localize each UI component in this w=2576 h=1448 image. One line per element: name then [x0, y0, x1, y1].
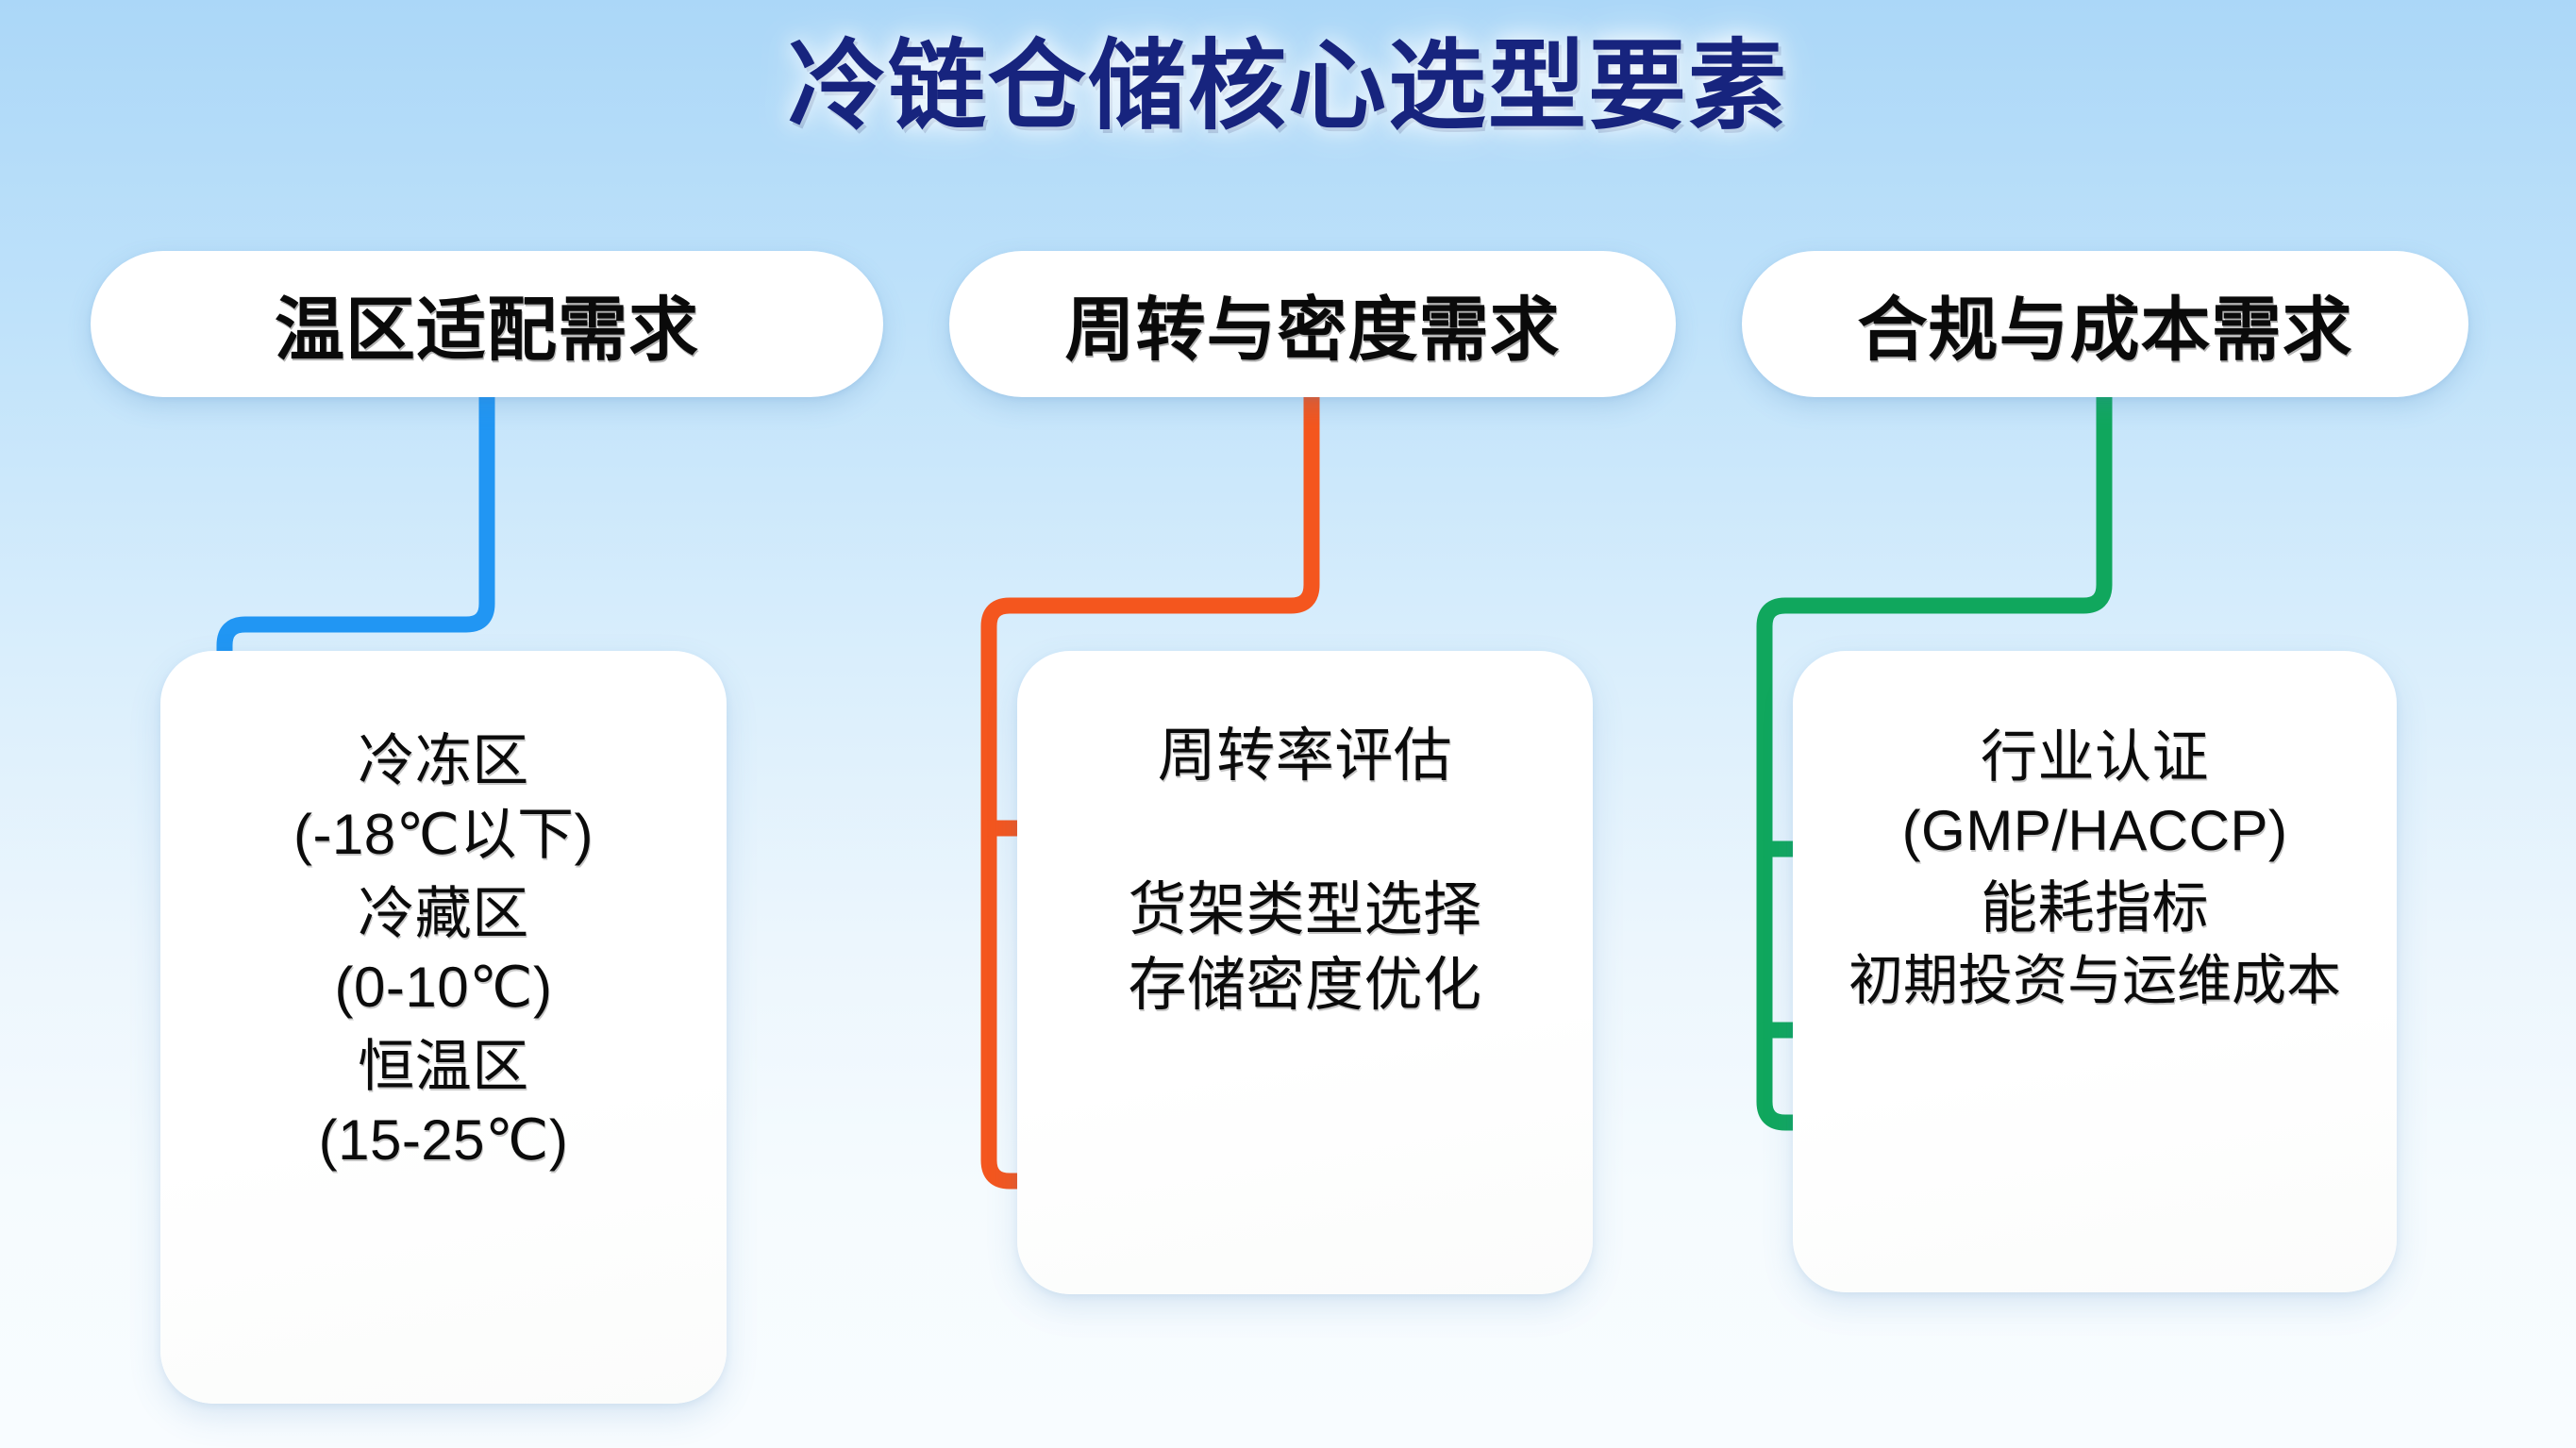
list-item: 冷冻区 (-18℃以下)	[160, 724, 727, 872]
list-item: 恒温区 (15-25℃)	[160, 1030, 727, 1177]
item-line-1: 行业认证	[1981, 725, 2209, 789]
item-line-1: 货架类型选择	[1128, 876, 1482, 942]
item-line-2: (GMP/HACCP)	[1901, 799, 2288, 862]
branch-header-compliance[interactable]: 合规与成本需求	[1742, 251, 2468, 397]
item-line-1: 冷藏区	[358, 882, 529, 945]
branch-header-label: 温区适配需求	[275, 291, 699, 369]
branch-header-label: 合规与成本需求	[1857, 291, 2353, 369]
branch-card-temperature: 冷冻区 (-18℃以下) 冷藏区 (0-10℃) 恒温区 (15-25℃)	[160, 651, 727, 1404]
item-line-1: 周转率评估	[1157, 724, 1453, 789]
item-line-2: (-18℃以下)	[293, 803, 594, 866]
item-line-1: 能耗指标	[1981, 876, 2209, 940]
item-line-1: 恒温区	[358, 1035, 529, 1098]
branch-card-throughput: 周转率评估 货架类型选择 存储密度优化	[1017, 651, 1593, 1294]
item-line-1: 初期投资与运维成本	[1848, 950, 2341, 1011]
branch-header-label: 周转与密度需求	[1064, 291, 1561, 369]
list-item: 货架类型选择 存储密度优化	[1017, 873, 1593, 1024]
list-item: 冷藏区 (0-10℃)	[160, 877, 727, 1024]
branch-header-throughput[interactable]: 周转与密度需求	[949, 251, 1676, 397]
branch-card-compliance: 行业认证 (GMP/HACCP) 能耗指标 初期投资与运维成本	[1793, 651, 2397, 1292]
item-line-2: 存储密度优化	[1128, 953, 1482, 1019]
list-item: 行业认证 (GMP/HACCP)	[1793, 721, 2397, 868]
list-item: 初期投资与运维成本	[1793, 945, 2397, 1016]
list-item: 能耗指标	[1793, 872, 2397, 945]
item-line-2: (15-25℃)	[318, 1108, 569, 1172]
page-title: 冷链仓储核心选型要素	[787, 32, 1788, 141]
item-line-1: 冷冻区	[358, 729, 529, 792]
list-item: 周转率评估	[1017, 719, 1593, 795]
branch-header-temperature[interactable]: 温区适配需求	[91, 251, 883, 397]
item-line-2: (0-10℃)	[334, 956, 553, 1019]
